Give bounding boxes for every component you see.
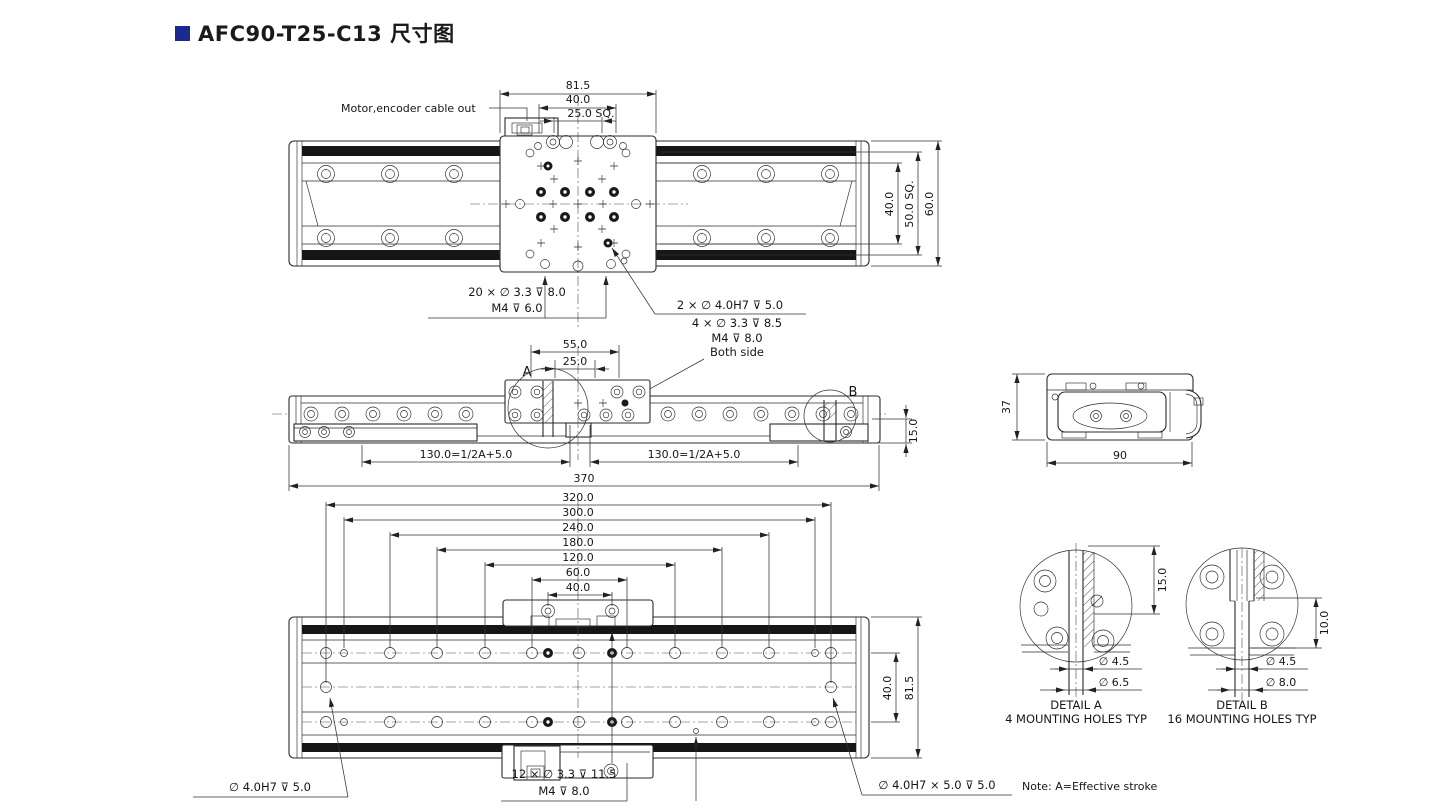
dim-300: 300.0 [562, 506, 594, 519]
motor-cable-label: Motor,encoder cable out [341, 102, 476, 115]
top-view-dimensions: 81.5 40.0 25.0 SQ. 40.0 50.0 SQ. 60.0 [499, 79, 942, 267]
front-view: A B 55.0 25.0 130.0=1/2A+5.0 130.0=1/2A+… [272, 338, 920, 491]
page-title: AFC90-T25-C13 尺寸图 [175, 18, 455, 48]
page-title-text: AFC90-T25-C13 尺寸图 [198, 22, 455, 46]
detail-a-label: A [523, 365, 532, 380]
top-view-callouts: 20 × ∅ 3.3 ⊽ 8.0 M4 ⊽ 6.0 2 × ∅ 4.0H7 ⊽ … [428, 247, 806, 402]
end-view-dimensions: 37 90 [1000, 373, 1193, 467]
detail-b-label: B [849, 385, 858, 400]
dim-55: 55.0 [563, 338, 588, 351]
callout-plate-holes-1: 20 × ∅ 3.3 ⊽ 8.0 [468, 285, 566, 299]
callout-right-pin: ∅ 4.0H7 × 5.0 ⊽ 5.0 [878, 778, 995, 792]
detail-b-depth: 10.0 [1318, 611, 1331, 636]
dim-40-vertical: 40.0 [883, 192, 896, 217]
dim-370: 370 [574, 472, 595, 485]
dim-81-5-bottom: 81.5 [903, 676, 916, 701]
callout-center-1: 12 × ∅ 3.3 ⊽ 11.5 [512, 767, 617, 781]
callout-side-holes-1: 4 × ∅ 3.3 ⊽ 8.5 [692, 316, 782, 330]
title-bullet-icon [175, 25, 190, 41]
dim-25-sq: 25.0 SQ. [567, 107, 614, 120]
bottom-view-callouts: ∅ 4.0H7 ⊽ 5.0 12 × ∅ 3.3 ⊽ 11.5 M4 ⊽ 8.0… [193, 632, 1012, 802]
top-view: 81.5 40.0 25.0 SQ. 40.0 50.0 SQ. 60.0 [288, 79, 942, 402]
carriage-holes [502, 135, 654, 272]
dim-50-sq: 50.0 SQ. [903, 180, 916, 227]
detail-b-dia-small: ∅ 4.5 [1266, 655, 1297, 668]
dim-40-top: 40.0 [566, 93, 591, 106]
dim-120: 120.0 [562, 551, 594, 564]
bottom-view: 320.0 300.0 240.0 180.0 120.0 60.0 40.0 [193, 491, 1158, 802]
dim-130-right: 130.0=1/2A+5.0 [648, 448, 741, 461]
dim-90: 90 [1113, 449, 1127, 462]
detail-a-dia-large: ∅ 6.5 [1099, 676, 1130, 689]
callout-pin-holes: 2 × ∅ 4.0H7 ⊽ 5.0 [677, 298, 783, 312]
bottom-view-dimension-stack: 320.0 300.0 240.0 180.0 120.0 60.0 40.0 [325, 491, 832, 683]
rail-screws-top-view [317, 165, 839, 247]
dim-240: 240.0 [562, 521, 594, 534]
dim-40-rows: 40.0 [881, 676, 894, 701]
callout-plate-holes-2: M4 ⊽ 6.0 [491, 301, 542, 315]
detail-a-subtitle: 4 MOUNTING HOLES TYP [1005, 712, 1147, 726]
detail-a-dia-small: ∅ 4.5 [1099, 655, 1130, 668]
detail-b-view: 10.0 ∅ 4.5 ∅ 8.0 DETAIL B 16 MOUNTING HO… [1167, 547, 1331, 726]
detail-b-dimensions: 10.0 ∅ 4.5 ∅ 8.0 [1208, 597, 1331, 693]
dim-40-stack: 40.0 [566, 581, 591, 594]
dim-60: 60.0 [923, 192, 936, 217]
callout-side-holes-3: Both side [710, 345, 764, 359]
callout-center-2: M4 ⊽ 8.0 [538, 784, 589, 798]
rail-screws-front-view [303, 406, 859, 422]
bottom-view-side-dimensions: 40.0 81.5 [871, 616, 922, 759]
detail-a-view: 15.0 ∅ 4.5 ∅ 6.5 DETAIL A 4 MOUNTING HOL… [1005, 543, 1169, 726]
carriage-front [504, 379, 651, 424]
detail-a-title: DETAIL A [1050, 698, 1102, 712]
dim-37: 37 [1000, 400, 1013, 414]
dim-81-5: 81.5 [566, 79, 591, 92]
callout-side-holes-2: M4 ⊽ 8.0 [711, 331, 762, 345]
detail-b-subtitle: 16 MOUNTING HOLES TYP [1167, 712, 1316, 726]
front-view-dimensions: 55.0 25.0 130.0=1/2A+5.0 130.0=1/2A+5.0 … [288, 338, 920, 491]
callout-left-pin: ∅ 4.0H7 ⊽ 5.0 [229, 780, 311, 794]
dim-130-left: 130.0=1/2A+5.0 [420, 448, 513, 461]
dim-25: 25.0 [563, 355, 588, 368]
detail-a-depth: 15.0 [1156, 568, 1169, 593]
dim-15: 15.0 [907, 419, 920, 444]
detail-a-dimensions: 15.0 ∅ 4.5 ∅ 6.5 [1040, 545, 1169, 693]
detail-b-title: DETAIL B [1216, 698, 1268, 712]
note-text: Note: A=Effective stroke [1022, 780, 1158, 793]
dim-60: 60.0 [566, 566, 591, 579]
detail-b-circle [803, 389, 857, 443]
dim-180: 180.0 [562, 536, 594, 549]
detail-b-dia-large: ∅ 8.0 [1266, 676, 1297, 689]
carriage-tapped-holes [536, 161, 619, 248]
end-view: 37 90 [1000, 373, 1204, 467]
dim-320: 320.0 [562, 491, 594, 504]
